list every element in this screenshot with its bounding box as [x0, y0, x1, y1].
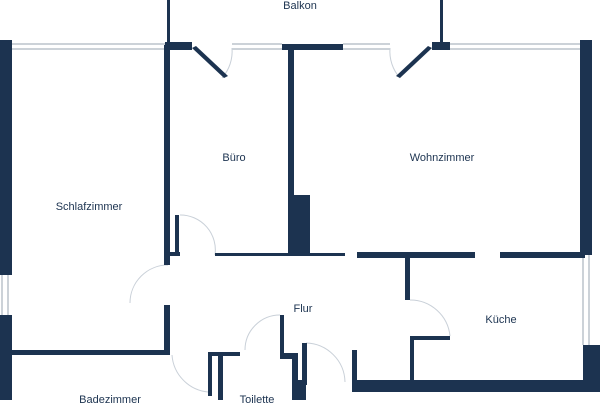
door-swings	[129, 47, 451, 393]
room-label-toilette: Toilette	[239, 394, 275, 406]
room-label-balkon: Balkon	[283, 0, 317, 12]
room-label-badezimmer: Badezimmer	[79, 394, 141, 406]
windows	[1, 43, 590, 345]
room-label-schlafzimmer: Schlafzimmer	[55, 201, 123, 213]
room-label-buero: Büro	[222, 152, 246, 164]
room-label-kueche: Küche	[485, 314, 517, 326]
room-label-flur: Flur	[293, 303, 313, 315]
room-label-wohnzimmer: Wohnzimmer	[409, 152, 475, 164]
